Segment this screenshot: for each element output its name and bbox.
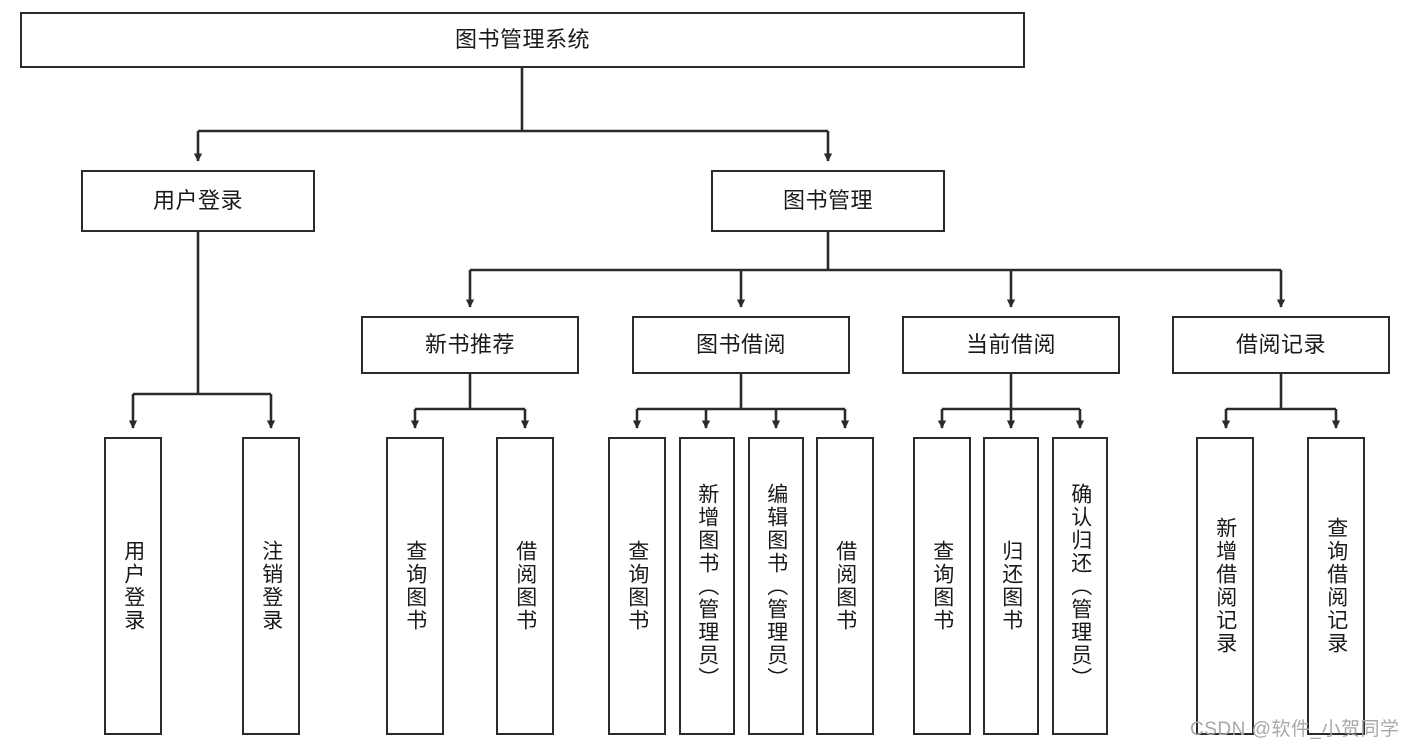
node-label: 借阅记录 [1235,332,1326,358]
node-leaf-borrow-book-borrowing[interactable]: 借阅图书 [816,437,874,735]
node-leaf-query-book-borrowing[interactable]: 查询图书 [608,437,666,735]
node-book-borrowing[interactable]: 图书借阅 [632,316,850,374]
node-label: 注销登录 [259,540,283,632]
node-label: 新增图书（管理员） [695,482,719,690]
node-leaf-borrow-book-newbook[interactable]: 借阅图书 [496,437,554,735]
node-leaf-query-borrow-record[interactable]: 查询借阅记录 [1307,437,1365,735]
node-borrowing-record[interactable]: 借阅记录 [1172,316,1390,374]
node-label: 查询借阅记录 [1324,517,1348,655]
node-leaf-confirm-return-admin[interactable]: 确认归还（管理员） [1052,437,1108,735]
node-leaf-return-book[interactable]: 归还图书 [983,437,1039,735]
node-label: 用户登录 [121,540,145,632]
node-user-login[interactable]: 用户登录 [81,170,315,232]
node-label: 图书管理系统 [454,27,590,53]
node-label: 图书借阅 [695,332,786,358]
node-root-book-management-system[interactable]: 图书管理系统 [20,12,1025,68]
node-label: 归还图书 [999,540,1023,632]
node-book-management[interactable]: 图书管理 [711,170,945,232]
node-leaf-query-book-current[interactable]: 查询图书 [913,437,971,735]
node-label: 借阅图书 [833,540,857,632]
watermark-csdn: CSDN @软件_小贺同学 [1190,719,1400,740]
node-label: 新增借阅记录 [1213,517,1237,655]
node-label: 编辑图书（管理员） [764,482,788,690]
node-leaf-query-book-newbook[interactable]: 查询图书 [386,437,444,735]
node-current-borrowing[interactable]: 当前借阅 [902,316,1120,374]
node-leaf-add-book-admin[interactable]: 新增图书（管理员） [679,437,735,735]
node-label: 图书管理 [782,188,873,214]
node-label: 借阅图书 [513,540,537,632]
node-label: 查询图书 [930,540,954,632]
node-label: 查询图书 [625,540,649,632]
node-leaf-edit-book-admin[interactable]: 编辑图书（管理员） [748,437,804,735]
node-leaf-add-borrow-record[interactable]: 新增借阅记录 [1196,437,1254,735]
node-label: 确认归还（管理员） [1068,482,1092,690]
node-leaf-user-login[interactable]: 用户登录 [104,437,162,735]
node-label: 查询图书 [403,540,427,632]
node-leaf-logout[interactable]: 注销登录 [242,437,300,735]
node-label: 新书推荐 [424,332,515,358]
node-label: 当前借阅 [965,332,1056,358]
node-label: 用户登录 [152,188,243,214]
node-new-book-recommendation[interactable]: 新书推荐 [361,316,579,374]
